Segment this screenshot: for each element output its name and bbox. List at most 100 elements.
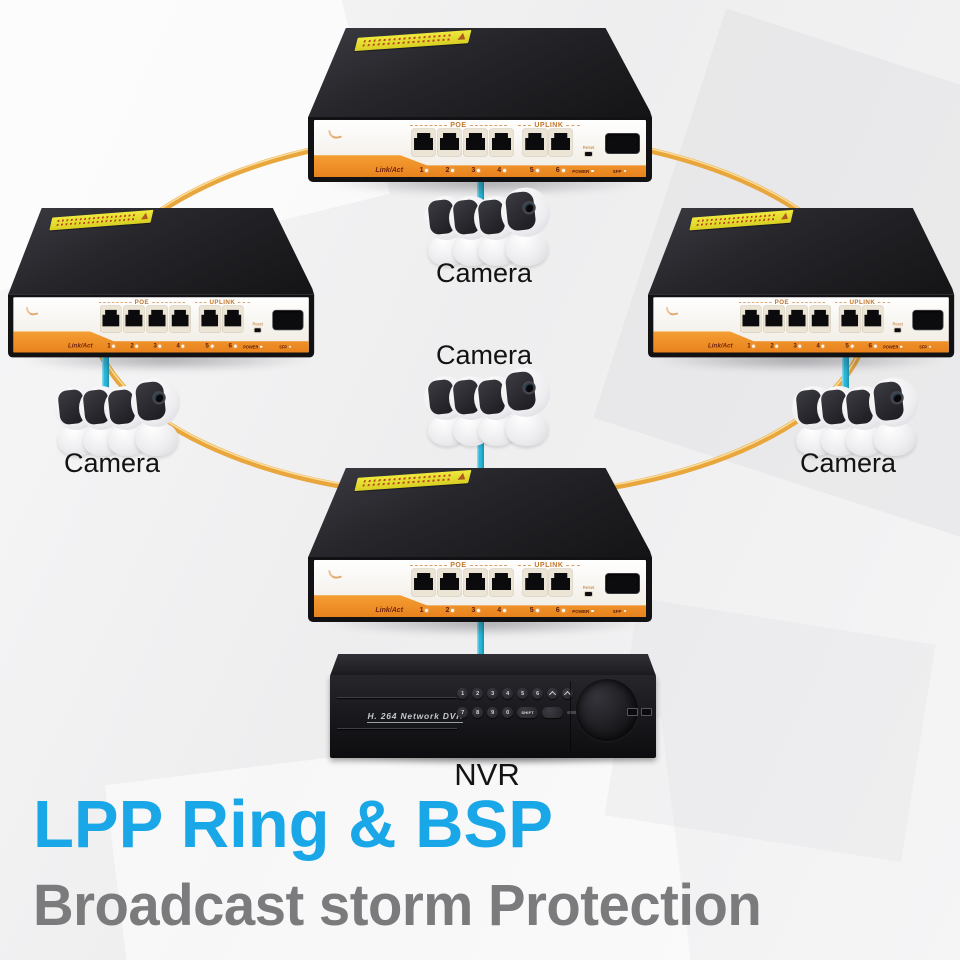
uplink-group-label: UPLINK xyxy=(518,122,580,129)
port-number: 3 xyxy=(471,167,480,174)
port-number: 1 xyxy=(747,343,755,350)
nvr-keypad: 1 2 3 4 5 6 7 8 9 0 SHIFT xyxy=(457,688,583,746)
link-act-label: Link/Act xyxy=(375,166,404,174)
ethernet-cable-left-camera xyxy=(102,350,109,390)
camera-lens xyxy=(524,383,534,393)
rj45-port-uplink xyxy=(549,569,573,596)
reset-button: Reset xyxy=(250,306,265,332)
nvr-label: NVR xyxy=(454,757,520,792)
rj45-port xyxy=(123,306,145,332)
warning-triangle-icon xyxy=(781,213,790,220)
sfp-port xyxy=(606,133,639,153)
rj45-port-uplink xyxy=(549,129,573,156)
poe-switch-bottom: POE UPLINK Reset Link/Act 1 2 3 4 5 6 PO xyxy=(308,468,652,622)
rj45-port-uplink xyxy=(862,306,884,332)
rj45-port xyxy=(437,569,462,596)
port-number: 4 xyxy=(176,343,184,350)
rj45-port xyxy=(463,129,488,156)
switch-top-face xyxy=(308,28,652,118)
camera-label-left: Camera xyxy=(63,448,161,478)
camera-lens xyxy=(892,393,902,403)
nvr-digit-button: 2 xyxy=(472,688,484,700)
poe-group-label: POE xyxy=(410,562,507,569)
link-act-label: Link/Act xyxy=(375,606,404,614)
headline-title: LPP Ring & BSP xyxy=(33,787,553,862)
nvr-digit-button: 0 xyxy=(502,707,514,719)
port-number: 1 xyxy=(107,343,115,350)
reset-button: Reset xyxy=(580,569,597,596)
camera-cluster-mid xyxy=(424,367,552,446)
rj45-port xyxy=(489,129,514,156)
port-number: 4 xyxy=(816,343,824,350)
port-number: 3 xyxy=(471,607,480,614)
poe-switch-top: POE UPLINK Reset Link/Act 1 2 3 4 5 6 PO xyxy=(308,28,652,182)
port-number: 4 xyxy=(497,167,506,174)
switch-front-face: POE UPLINK Reset Link/Act 1 2 3 4 5 6 PO xyxy=(648,293,955,358)
switch-front-panel: POE UPLINK Reset Link/Act 1 2 3 4 5 6 PO xyxy=(13,296,309,353)
ethernet-cable-mid-camera xyxy=(477,438,484,474)
rj45-port-uplink xyxy=(839,306,861,332)
sfp-port xyxy=(273,310,303,330)
link-act-label: Link/Act xyxy=(707,342,733,350)
reset-label: Reset xyxy=(892,321,903,327)
rj45-port xyxy=(463,569,488,596)
ip-camera xyxy=(501,187,553,266)
nvr-up-button xyxy=(547,688,559,700)
rj45-port-uplink xyxy=(523,569,547,596)
poe-group-label: POE xyxy=(739,299,825,307)
switch-front-face: POE UPLINK Reset Link/Act 1 2 3 4 5 6 PO xyxy=(308,556,652,622)
panel-seam xyxy=(570,681,572,752)
camera-label-mid: Camera xyxy=(435,340,533,370)
sfp-led-label: SFP xyxy=(279,344,291,349)
nvr-digit-button: 1 xyxy=(457,688,469,700)
rj45-port-row: Reset xyxy=(411,129,601,156)
nvr-digit-button: 7 xyxy=(457,707,469,719)
warning-sticker xyxy=(689,210,794,231)
nvr-digit-button: 5 xyxy=(517,688,529,700)
warning-sticker xyxy=(354,470,472,491)
rj45-port xyxy=(437,129,462,156)
uplink-group-label: UPLINK xyxy=(195,299,250,307)
camera-lens xyxy=(154,393,164,403)
rj45-port xyxy=(100,306,122,332)
port-number: 5 xyxy=(530,607,539,614)
nvr-function-button xyxy=(542,707,564,719)
reset-button: Reset xyxy=(890,306,905,332)
rj45-port-uplink xyxy=(523,129,547,156)
port-number: 5 xyxy=(530,167,539,174)
port-number: 6 xyxy=(868,343,876,350)
rj45-port xyxy=(786,306,808,332)
rj45-port-uplink xyxy=(199,306,221,332)
reset-label: Reset xyxy=(582,145,595,151)
poe-switch-right: POE UPLINK Reset Link/Act 1 2 3 4 5 6 PO xyxy=(648,208,955,358)
camera-label-right: Camera xyxy=(799,448,897,478)
switch-top-face xyxy=(8,208,315,295)
switch-front-face: POE UPLINK Reset Link/Act 1 2 3 4 5 6 PO xyxy=(308,116,652,182)
poe-group-label: POE xyxy=(99,299,185,307)
ip-camera xyxy=(131,377,183,456)
port-number: 4 xyxy=(497,607,506,614)
usb-ports xyxy=(627,708,653,717)
nvr-brand-text: H. 264 Network DVR xyxy=(367,711,464,724)
port-number: 2 xyxy=(445,167,454,174)
nvr-usb-slot xyxy=(567,711,583,715)
uplink-group-label: UPLINK xyxy=(518,562,580,569)
rj45-port xyxy=(809,306,831,332)
rj45-port xyxy=(763,306,785,332)
warning-triangle-icon xyxy=(457,473,467,481)
reset-button: Reset xyxy=(580,129,597,156)
brand-logo-mark xyxy=(328,567,342,580)
rj45-port xyxy=(411,129,436,156)
port-number: 2 xyxy=(770,343,778,350)
port-number: 6 xyxy=(556,167,565,174)
switch-front-panel: POE UPLINK Reset Link/Act 1 2 3 4 5 6 PO xyxy=(314,119,646,177)
switch-top-face xyxy=(648,208,955,295)
sfp-led-label: SFP xyxy=(919,344,931,349)
power-led-label: POWER xyxy=(243,344,262,349)
port-number: 5 xyxy=(205,343,213,350)
nvr-digit-button: 8 xyxy=(472,707,484,719)
brand-logo-mark xyxy=(25,304,39,317)
uplink-group-label: UPLINK xyxy=(835,299,890,307)
nvr-device: H. 264 Network DVR 1 2 3 4 5 6 7 8 9 0 xyxy=(330,654,656,758)
